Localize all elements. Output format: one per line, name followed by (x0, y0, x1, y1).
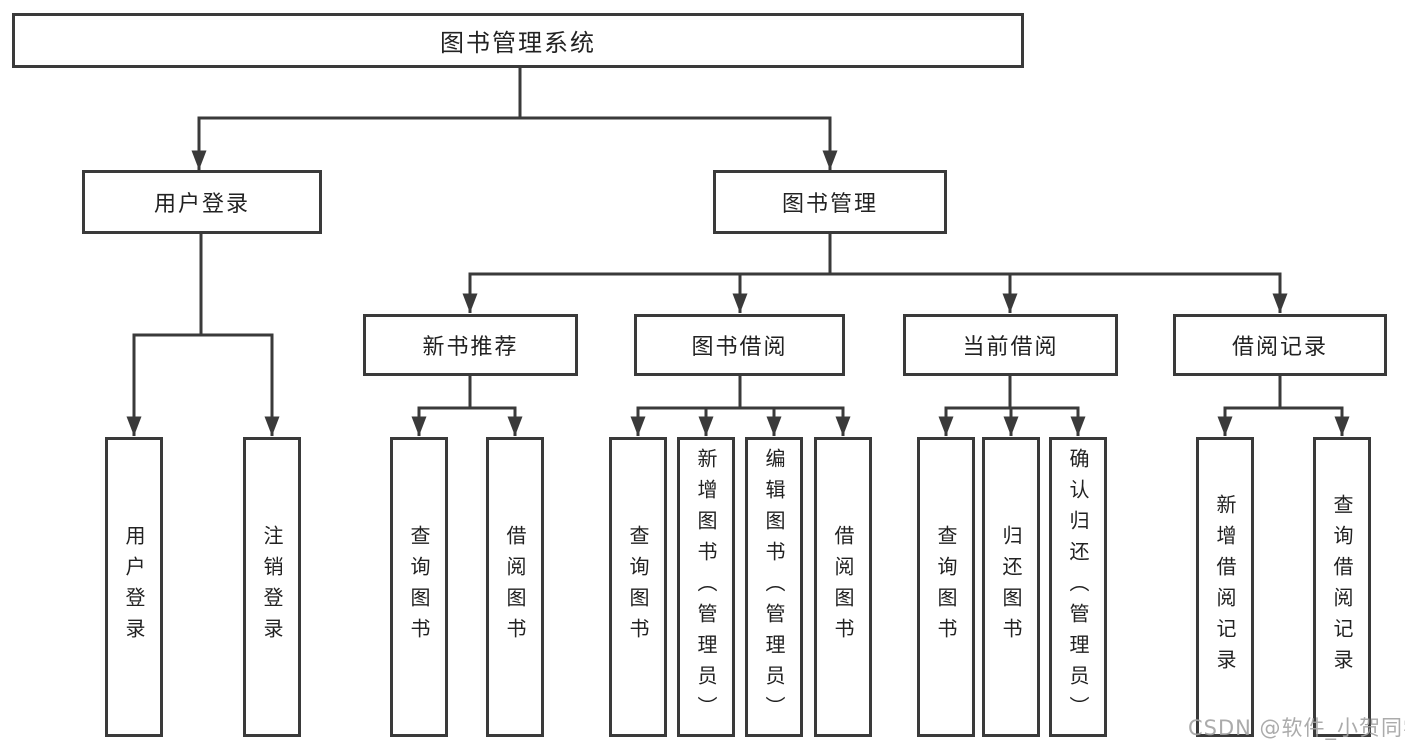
leaf-edit-book-admin: 编辑图书（管理员） (745, 437, 803, 737)
connector-book-management-bar (468, 232, 1282, 276)
csdn-watermark: CSDN @软件_小贺同学 (1188, 716, 1405, 740)
leaf-query-books-current: 查询图书 (917, 437, 975, 737)
node-book-borrowing: 图书借阅 (634, 314, 845, 376)
leaf-borrow-books-recommend: 借阅图书 (486, 437, 544, 737)
node-borrowing-records: 借阅记录 (1173, 314, 1387, 376)
node-library-system: 图书管理系统 (12, 13, 1024, 68)
connector-book-borrowing-bar (636, 374, 845, 410)
leaf-confirm-return-admin: 确认归还（管理员） (1049, 437, 1107, 737)
node-user-login: 用户登录 (82, 170, 322, 234)
leaf-logout: 注销登录 (243, 437, 301, 737)
leaf-query-borrow-record: 查询借阅记录 (1313, 437, 1371, 737)
leaf-add-book-admin: 新增图书（管理员） (677, 437, 735, 737)
connector-current-borrowing-bar (944, 374, 1080, 410)
leaf-query-books-recommend: 查询图书 (390, 437, 448, 737)
connector-root-bar (197, 66, 832, 120)
node-current-borrowing: 当前借阅 (903, 314, 1118, 376)
node-new-book-recommend: 新书推荐 (363, 314, 578, 376)
leaf-add-borrow-record: 新增借阅记录 (1196, 437, 1254, 737)
connector-borrowing-records-bar (1223, 374, 1344, 410)
connector-new-book-bar (417, 374, 517, 410)
leaf-return-book: 归还图书 (982, 437, 1040, 737)
leaf-query-books-borrowing: 查询图书 (609, 437, 667, 737)
node-book-management: 图书管理 (713, 170, 947, 234)
leaf-borrow-books-borrowing: 借阅图书 (814, 437, 872, 737)
leaf-user-login: 用户登录 (105, 437, 163, 737)
connector-user-login-bar (132, 232, 274, 337)
